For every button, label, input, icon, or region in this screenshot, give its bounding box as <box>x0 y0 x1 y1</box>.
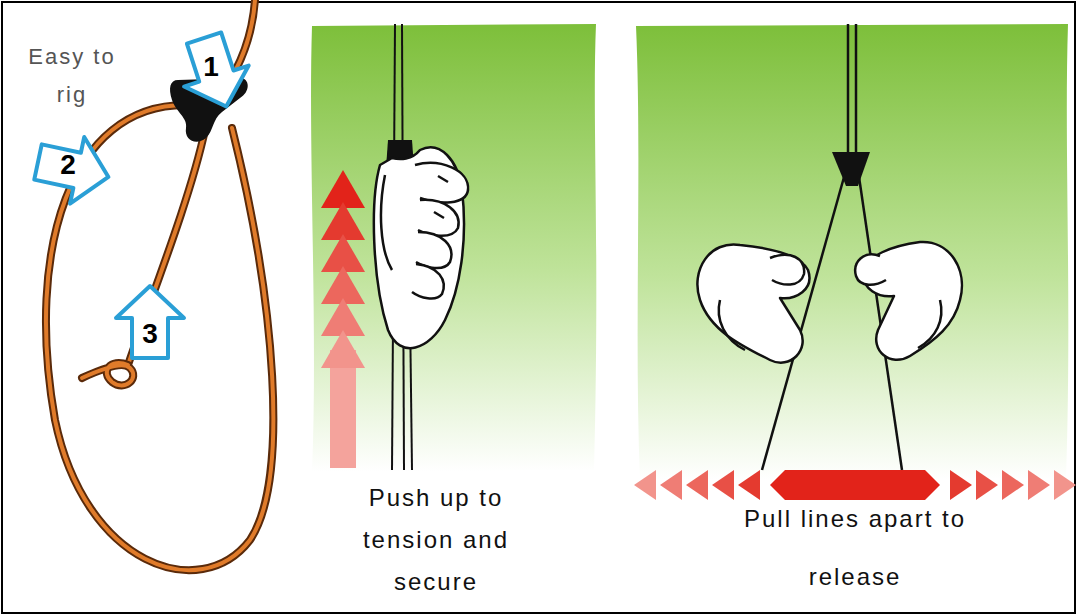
instruction-text: Push up to tension and secure <box>331 477 541 603</box>
arrow-chevron <box>1028 470 1050 500</box>
slogan-text: Easy to rig <box>17 38 127 114</box>
arrow-body <box>770 470 940 500</box>
cord <box>762 24 902 470</box>
arrow-chevron <box>660 470 682 500</box>
arrow-chevron <box>634 470 656 500</box>
callout-arrow <box>172 27 259 116</box>
pull-arrow <box>634 470 1076 500</box>
callout-number: 2 <box>53 150 83 180</box>
green-panel <box>311 24 596 472</box>
arrow-chevron <box>950 470 972 500</box>
arrow-chevron <box>738 470 760 500</box>
instruction-text: Pull lines apart to release <box>735 490 975 606</box>
hand <box>697 242 962 363</box>
callout-number: 3 <box>135 319 165 349</box>
green-panel <box>636 24 1068 480</box>
arrow-chevron <box>976 470 998 500</box>
arrow-chevron <box>1054 470 1076 500</box>
push-arrow <box>321 170 365 468</box>
callout-arrow <box>116 286 184 358</box>
callout-arrow <box>31 129 116 210</box>
arrow-chevron <box>712 470 734 500</box>
toggle <box>832 152 870 186</box>
callout-number: 1 <box>196 52 226 82</box>
arrow-chevron <box>686 470 708 500</box>
hand <box>374 147 468 348</box>
arrow-chevron <box>1002 470 1024 500</box>
arrow-chevron <box>321 330 365 368</box>
